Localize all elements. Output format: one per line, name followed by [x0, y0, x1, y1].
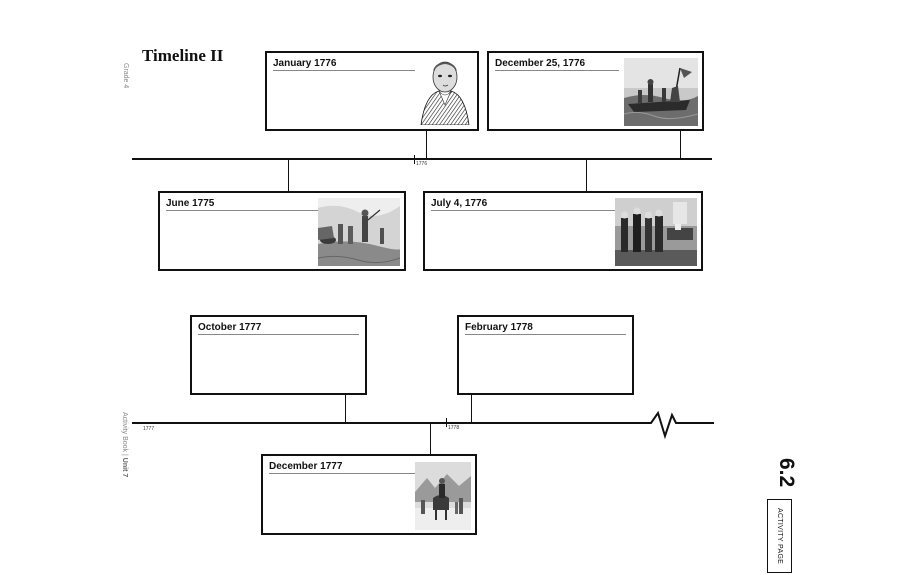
break-symbol [638, 410, 682, 440]
timeline-2-tick [446, 418, 447, 427]
writing-line [273, 70, 415, 71]
activity-page-tab: ACTIVITY PAGE [767, 499, 792, 573]
connector-jul-1776 [586, 159, 587, 191]
writing-line [465, 334, 626, 335]
timeline-1-tick-label: 1776 [416, 161, 428, 167]
writing-line [198, 334, 359, 335]
writing-line [431, 210, 616, 211]
event-card-october-1777: October 1777 [190, 315, 367, 395]
event-date: January 1776 [273, 58, 337, 69]
connector-jan-1776 [426, 130, 427, 159]
event-card-june-1775: June 1775 [158, 191, 406, 271]
event-date: June 1775 [166, 198, 215, 209]
event-date: December 1777 [269, 461, 343, 472]
signing-image [615, 198, 697, 266]
grade-label: Grade 4 [122, 63, 129, 89]
connector-oct-1777 [345, 394, 346, 423]
timeline-2-tick-label: 1778 [448, 425, 460, 431]
timeline-2-start-label: 1777 [143, 426, 155, 432]
page-title: Timeline II [142, 46, 224, 65]
separator: | [121, 452, 128, 458]
event-card-december-1777: December 1777 [261, 454, 477, 535]
event-date: July 4, 1776 [431, 198, 488, 209]
unit-label: Unit 7 [121, 457, 128, 478]
timeline-1-axis [132, 158, 712, 160]
event-date: February 1778 [465, 322, 533, 333]
battle-image [318, 198, 400, 266]
writing-line [166, 210, 318, 211]
book-unit-label: Activity Book | Unit 7 [106, 412, 128, 496]
event-card-july-4-1776: July 4, 1776 [423, 191, 703, 271]
timeline-2-axis-left [132, 422, 640, 424]
winter-camp-image [415, 462, 471, 530]
river-crossing-image [624, 58, 698, 126]
connector-dec-1776 [680, 130, 681, 159]
event-date: October 1777 [198, 322, 262, 333]
page-number: 6.2 [775, 458, 798, 488]
event-date: December 25, 1776 [495, 58, 586, 69]
timeline-1-tick [414, 155, 415, 164]
event-card-january-1776: January 1776 [265, 51, 479, 131]
timeline-2-axis-right [681, 422, 714, 424]
book-label: Activity Book [121, 412, 128, 453]
event-card-december-25-1776: December 25, 1776 [487, 51, 704, 131]
activity-page-label: ACTIVITY PAGE [776, 507, 783, 565]
portrait-image [417, 57, 473, 125]
writing-line [269, 473, 415, 474]
event-card-february-1778: February 1778 [457, 315, 634, 395]
writing-line [495, 70, 619, 71]
connector-jun-1775 [288, 159, 289, 191]
connector-dec-1777 [430, 423, 431, 455]
connector-feb-1778 [471, 394, 472, 423]
